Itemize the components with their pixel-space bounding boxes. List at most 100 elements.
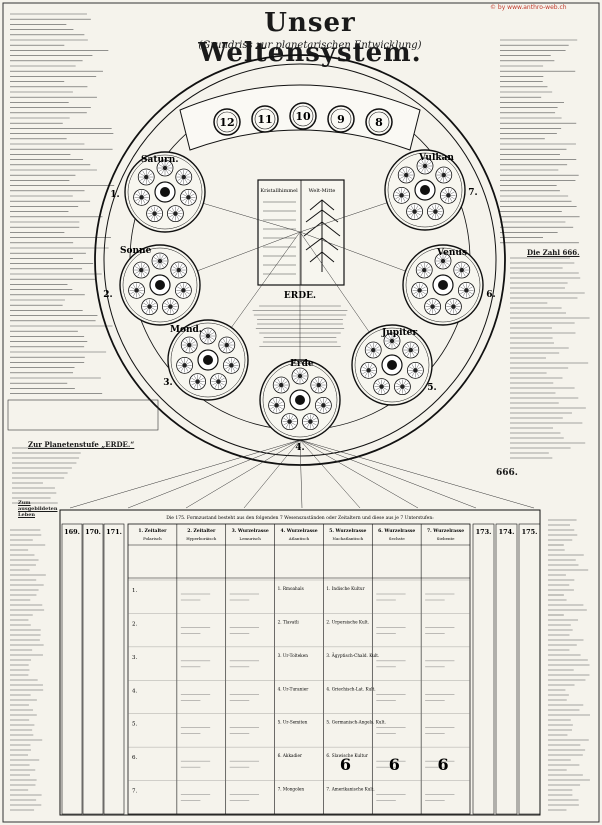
zodiac-inner-circle: [330, 108, 352, 130]
rosette-center: [400, 384, 405, 389]
planet-number: 1.: [110, 190, 119, 200]
col-subheader: Atlantisch: [288, 536, 310, 541]
center-right-label: Welt-Mitte: [309, 188, 336, 194]
rosette-center: [229, 363, 234, 368]
planet-rosettes: Saturn.1.Sonne2.Mond.3.Vulkan7.Venus6.Ju…: [103, 149, 496, 453]
rosette-center: [176, 267, 181, 273]
center-left-label: Kristallhimmel: [260, 188, 298, 194]
left-col: [82, 523, 104, 815]
rosette-center: [451, 304, 456, 309]
planet-orbit: [405, 247, 481, 323]
right-col-label: 173.: [476, 528, 492, 536]
rosette-center: [181, 174, 186, 180]
descent-ray: [185, 439, 301, 509]
planet-label: Saturn.: [141, 155, 178, 165]
rosette-center: [308, 419, 313, 424]
page-title: Unser Weltensystem.: [198, 8, 422, 68]
planet-core-dot: [203, 355, 213, 365]
row-number: 5.: [132, 722, 137, 728]
descent-ray: [127, 439, 301, 509]
left-col-label: 170.: [85, 528, 101, 536]
rosette-center: [152, 211, 157, 216]
planet-label: Mond.: [170, 325, 202, 335]
rosette-center: [182, 363, 187, 368]
copyright-notice: © by www.anthro-web.ch: [490, 4, 567, 11]
zodiac-circle: [251, 105, 279, 133]
zodiac-circle: [289, 102, 317, 130]
zodiac-inner-circle: [216, 111, 238, 133]
culture-entry: 4. Griechisch-Lat. Kult.: [326, 686, 375, 691]
left-col: [103, 523, 125, 815]
row-number: 4.: [132, 688, 137, 694]
rosette-center: [366, 368, 371, 373]
rosette-center: [187, 342, 192, 348]
rosette-center: [404, 172, 409, 178]
planet-number: 6.: [486, 290, 495, 300]
zodiac-numbers: 12 11 10 9 8: [213, 102, 393, 136]
descent-ray: [299, 439, 361, 509]
zodiac-circle: [365, 108, 393, 136]
planet-number: 3.: [163, 378, 172, 388]
rosette-center: [321, 403, 326, 408]
rosette-center: [139, 267, 144, 273]
rosette-center: [224, 342, 229, 348]
col-subheader: Hyperboräisch: [186, 536, 216, 541]
planet-number: 2.: [103, 290, 112, 300]
rasse-entry: 1. Rmoahals: [278, 586, 304, 591]
rosette-center: [422, 163, 428, 169]
col-subheader: Lemurisch: [239, 536, 261, 541]
zodiac-number: 12: [219, 116, 234, 129]
rosette-center: [279, 382, 284, 388]
zodiac-number: 9: [337, 113, 345, 126]
development-table: 169.170.171.173.174.175.1. ZeitalterPola…: [61, 523, 541, 815]
rosette-center: [371, 347, 376, 353]
left-column-text: [10, 13, 115, 811]
col-subheader: Polarisch: [143, 536, 162, 541]
planet-number: 7.: [468, 188, 477, 198]
planet-label: Vulkan: [418, 153, 454, 163]
row-number: 1.: [132, 588, 137, 594]
culture-entry: 5. Germanisch-Angels. Kult.: [326, 720, 385, 725]
culture-entry: 1. Indische Kultur: [326, 586, 364, 591]
zodiac-number: 10: [295, 110, 311, 123]
rosette-center: [297, 373, 303, 379]
planet-orbit: [170, 322, 246, 398]
rosette-center: [274, 403, 279, 408]
planet-core-dot: [438, 280, 448, 290]
rasse-entry: 5. Ur-Semiten: [278, 720, 308, 725]
col-header: 1. Zeitalter: [138, 528, 167, 534]
rosette-center: [168, 304, 173, 309]
left-col-label: 171.: [106, 528, 122, 536]
zodiac-inner-circle: [254, 108, 276, 130]
rosette-center: [173, 211, 178, 216]
zahl-666-label: 666.: [496, 468, 518, 478]
planet-rosette: [124, 151, 206, 233]
culture-entry: 2. Urpersische Kult.: [326, 619, 369, 624]
right-col-label: 175.: [522, 528, 538, 536]
zodiac-number: 11: [257, 113, 272, 126]
planet-rosette: [351, 324, 433, 406]
big-six: 6: [438, 755, 449, 774]
rosette-center: [446, 193, 451, 198]
big-six: 6: [340, 755, 351, 774]
right-col: [495, 523, 518, 815]
row-number: 3.: [132, 655, 137, 661]
small-table: [7, 399, 159, 431]
descent-ray: [243, 439, 301, 509]
big-six: 6: [389, 755, 400, 774]
col-subheader: Siebente: [437, 536, 455, 541]
rasse-entry: 7. Mongolen: [278, 787, 305, 792]
outer-circle: [94, 54, 506, 466]
descent-ray: [69, 439, 301, 509]
rosette-center: [205, 333, 211, 339]
culture-entry: 3. Ägyptisch-Chald. Kult.: [326, 653, 379, 658]
zodiac-number: 8: [375, 116, 383, 129]
rosette-center: [144, 174, 149, 180]
planet-rosette: [259, 359, 341, 441]
page-subtitle: (Grundriss zur planetarischen Entwicklun…: [198, 40, 422, 51]
rosette-center: [430, 304, 435, 309]
descent-ray: [299, 439, 477, 509]
